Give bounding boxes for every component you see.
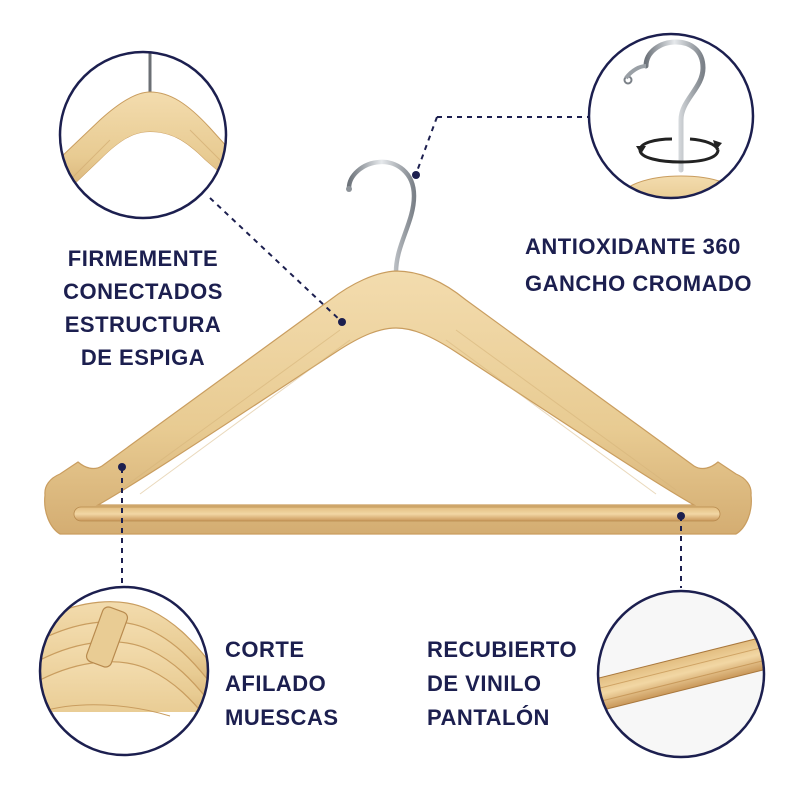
notches-line-2: AFILADO bbox=[225, 671, 327, 696]
bar-line-2: DE VINILO bbox=[427, 671, 542, 696]
connector-dots bbox=[118, 171, 685, 520]
trouser-bar bbox=[73, 506, 721, 522]
structure-line-1: FIRMEMENTE bbox=[67, 246, 219, 271]
hook-line-1: ANTIOXIDANTE 360 bbox=[525, 234, 741, 259]
notches-line-1: CORTE bbox=[225, 637, 305, 662]
chrome-hook bbox=[346, 159, 417, 275]
closeup-notches bbox=[38, 585, 210, 757]
main-hanger bbox=[44, 159, 752, 535]
notches-feature-text: CORTE AFILADO MUESCAS bbox=[225, 633, 339, 735]
structure-line-2: CONECTADOS bbox=[63, 279, 223, 304]
closeup-bar bbox=[596, 589, 766, 759]
connector-lines bbox=[121, 116, 682, 588]
structure-line-4: DE ESPIGA bbox=[80, 345, 206, 370]
structure-line-3: ESTRUCTURA bbox=[64, 312, 222, 337]
closeup-structure bbox=[58, 50, 228, 220]
rotation-arrow-icon bbox=[636, 137, 722, 164]
bar-feature-text: RECUBIERTO DE VINILO PANTALÓN bbox=[427, 633, 577, 735]
structure-feature-text: FIRMEMENTE CONECTADOS ESTRUCTURA DE ESPI… bbox=[58, 242, 228, 374]
hook-feature-text: ANTIOXIDANTE 360 GANCHO CROMADO bbox=[525, 228, 752, 302]
bar-line-1: RECUBIERTO bbox=[427, 637, 578, 662]
hook-line-2: GANCHO CROMADO bbox=[525, 271, 752, 296]
notches-line-3: MUESCAS bbox=[225, 705, 339, 730]
closeup-hook bbox=[587, 32, 755, 200]
bar-line-3: PANTALÓN bbox=[427, 705, 550, 730]
